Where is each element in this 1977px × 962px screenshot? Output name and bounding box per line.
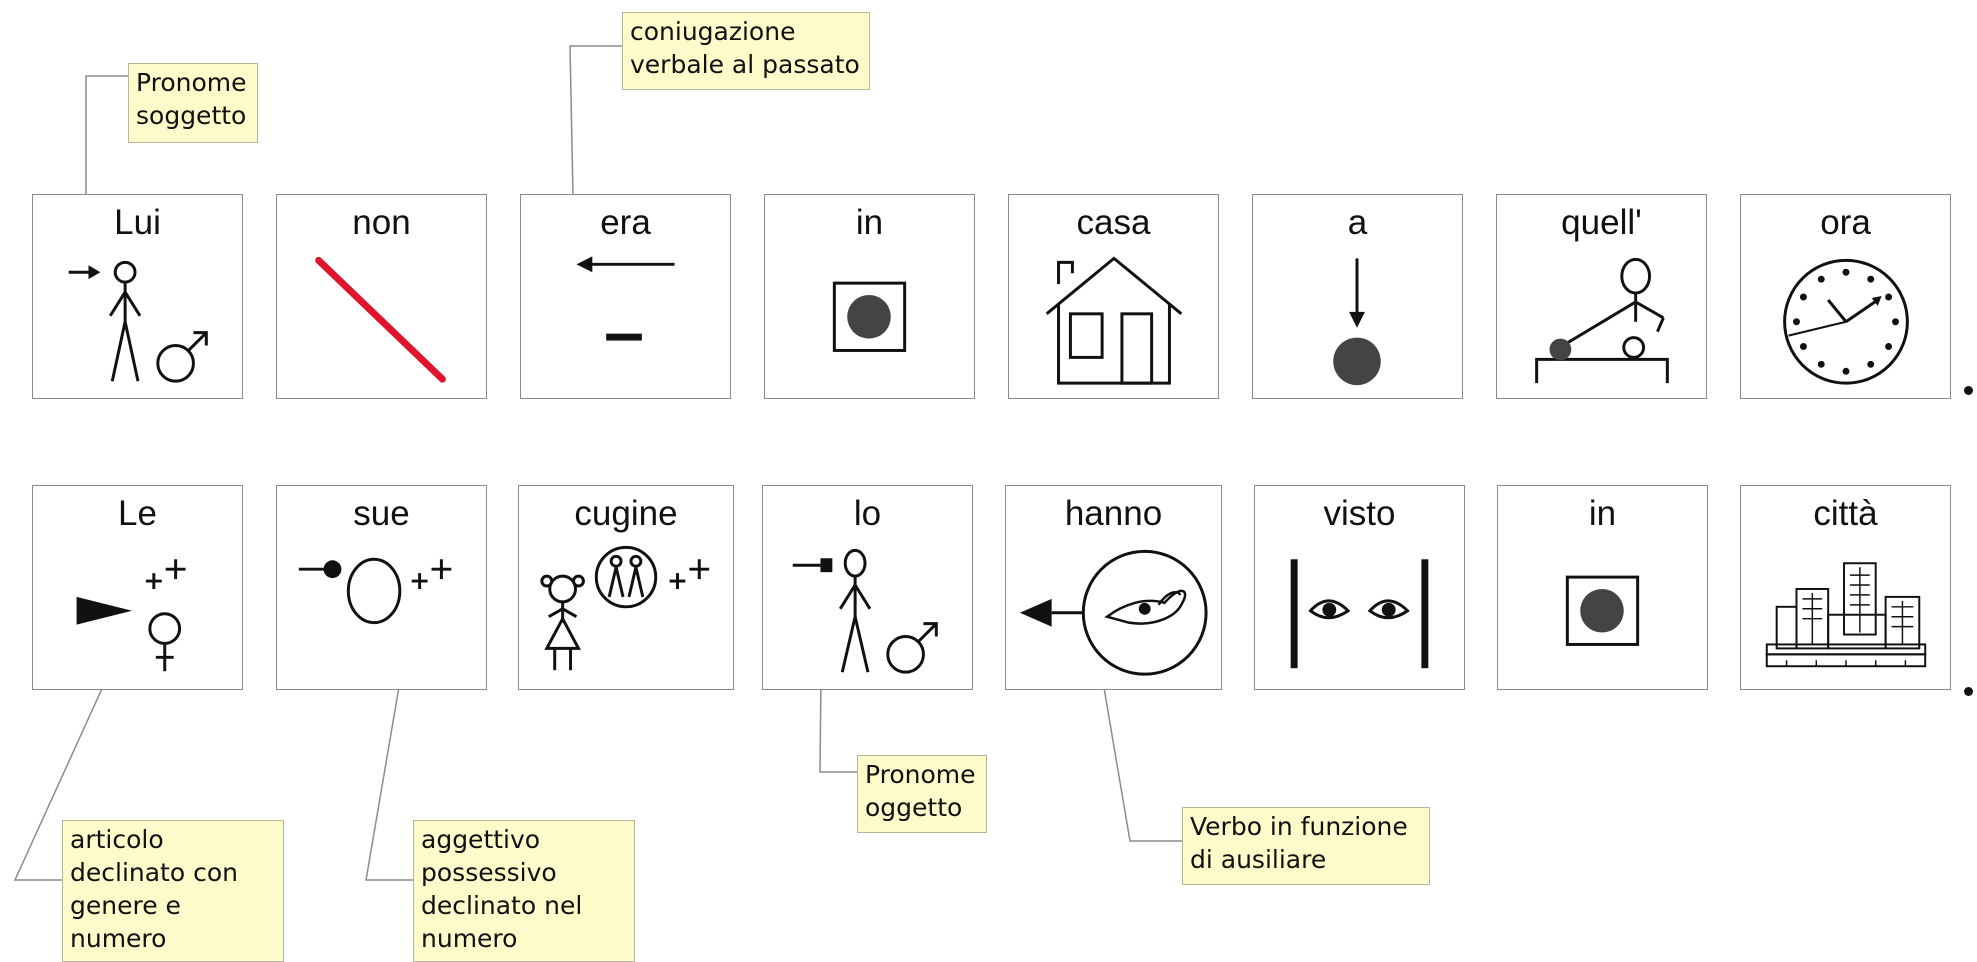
symbol-card-in: in xyxy=(764,194,975,399)
note-object-pronoun: Pronome oggetto xyxy=(857,755,987,833)
word-label: in xyxy=(1588,494,1617,533)
word-label: non xyxy=(352,203,411,242)
past-arrow-icon xyxy=(576,256,675,341)
note-past-tense: coniugazione verbale al passato xyxy=(622,12,870,90)
leader-past-tense xyxy=(569,45,622,246)
leader-subject-pronoun xyxy=(85,75,128,245)
article-female-plural-icon xyxy=(76,559,186,672)
symbol-card-citta: città xyxy=(1740,485,1951,690)
symbol-card-hanno: hanno xyxy=(1005,485,1222,690)
symbol-card-non: non xyxy=(276,194,487,399)
possessive-plural-icon xyxy=(298,557,452,625)
symbol-card-in-2: in xyxy=(1497,485,1708,690)
receive-hand-icon xyxy=(1019,549,1208,676)
word-label: ora xyxy=(1820,203,1871,242)
red-slash-negation-icon xyxy=(315,256,446,383)
sentence-period xyxy=(1964,687,1973,696)
symbol-card-era: era xyxy=(520,194,731,399)
word-label: visto xyxy=(1323,494,1396,533)
symbol-card-visto: visto xyxy=(1254,485,1465,690)
inside-dot-icon xyxy=(832,281,907,352)
word-label: in xyxy=(855,203,884,242)
girls-group-icon xyxy=(540,545,710,671)
city-buildings-icon xyxy=(1765,562,1927,668)
sentence-period xyxy=(1964,386,1973,395)
house-icon xyxy=(1045,256,1183,385)
man-with-arrow-icon xyxy=(68,260,208,383)
symbol-card-cugine: cugine xyxy=(518,485,734,690)
word-label: casa xyxy=(1076,203,1151,242)
inside-dot-icon xyxy=(1565,575,1640,646)
word-label: Le xyxy=(118,494,157,533)
leader-article xyxy=(13,637,126,881)
word-label: cugine xyxy=(574,494,678,533)
word-label: sue xyxy=(353,494,410,533)
word-label: hanno xyxy=(1064,494,1163,533)
word-label: città xyxy=(1813,494,1878,533)
note-subject-pronoun: Pronome soggetto xyxy=(128,63,258,143)
eyes-between-bars-icon xyxy=(1290,559,1429,669)
leader-possessive xyxy=(365,604,414,881)
symbol-card-ora: ora xyxy=(1740,194,1951,399)
symbol-card-a: a xyxy=(1252,194,1463,399)
note-possessive: aggettivo possessivo declinato nel numer… xyxy=(413,820,635,962)
word-label: quell' xyxy=(1561,203,1642,242)
word-label: Lui xyxy=(114,203,161,242)
symbol-card-le: Le xyxy=(32,485,243,690)
symbol-card-lui: Lui xyxy=(32,194,243,399)
word-label: era xyxy=(600,203,651,242)
word-label: a xyxy=(1347,203,1368,242)
note-article: articolo declinato con genere e numero xyxy=(62,820,284,962)
pointing-person-icon xyxy=(1535,257,1669,384)
symbol-card-sue: sue xyxy=(276,485,487,690)
down-arrow-to-point-icon xyxy=(1333,258,1381,386)
symbol-card-lo: lo xyxy=(762,485,973,690)
word-label: lo xyxy=(853,494,882,533)
clock-icon xyxy=(1783,258,1909,385)
note-auxiliary: Verbo in funzione di ausiliare xyxy=(1182,807,1430,885)
symbol-card-quell: quell' xyxy=(1496,194,1707,399)
symbol-card-casa: casa xyxy=(1008,194,1219,399)
object-pronoun-man-icon xyxy=(792,548,938,674)
leader-auxiliary xyxy=(1101,675,1182,842)
